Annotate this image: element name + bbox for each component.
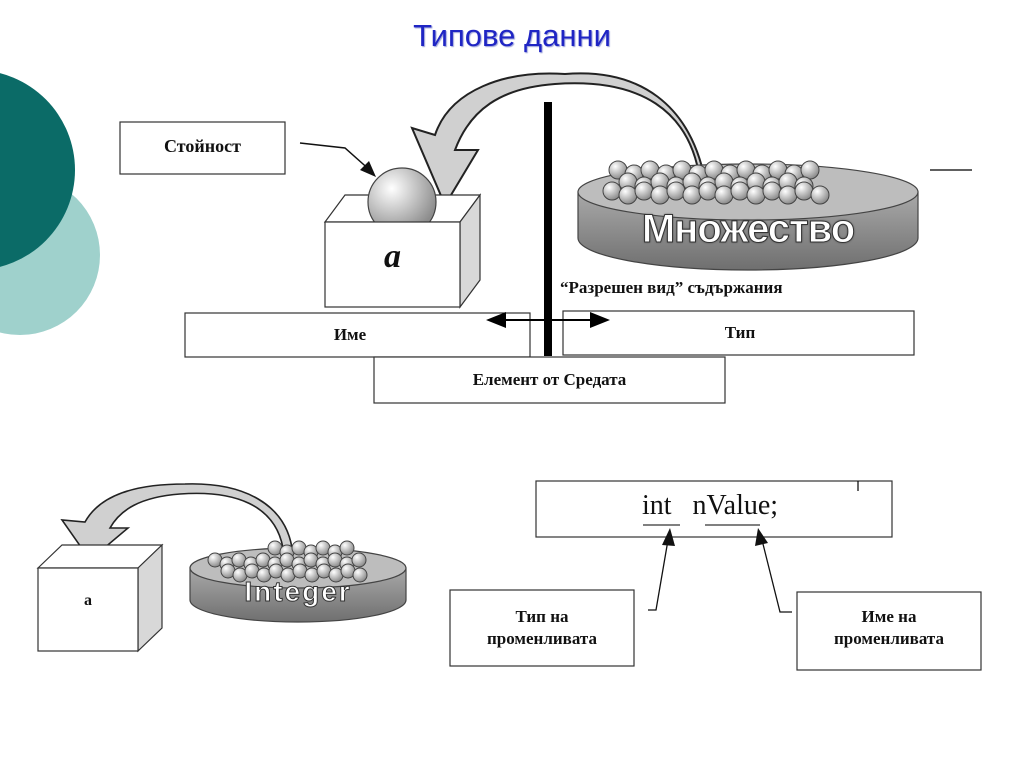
value-pointer-head [360, 161, 376, 177]
ball [351, 552, 367, 568]
var-type-box [449, 589, 635, 667]
ball [352, 567, 368, 583]
ball [778, 185, 798, 205]
ball [602, 181, 622, 201]
ball [746, 185, 766, 205]
ball [682, 185, 702, 205]
name-pointer-head [755, 528, 768, 546]
ball [800, 160, 820, 180]
integer-label: Integer [244, 576, 352, 608]
ball [666, 181, 686, 201]
var-type-label: Тип на променливата [487, 607, 597, 648]
integer-balls [207, 540, 368, 583]
decor-circle-dark [0, 73, 75, 267]
ball [698, 181, 718, 201]
ball [810, 185, 830, 205]
env-label: Елемент от Средата [472, 370, 627, 389]
ball [650, 185, 670, 205]
double-arrow-left-head [486, 312, 506, 328]
bottom-box-front [37, 567, 139, 652]
value-label: Стойност [164, 136, 241, 156]
var-name-box [796, 591, 982, 671]
double-arrow-right-head [590, 312, 610, 328]
ball [794, 181, 814, 201]
ball [634, 181, 654, 201]
set-label: Множество [641, 207, 855, 252]
type-label: Тип [724, 323, 756, 342]
value-callout-box [119, 121, 286, 175]
name-label: Име [333, 325, 367, 344]
box-a-label: a [384, 238, 401, 275]
bottom-curved-arrow [60, 483, 293, 562]
bottom-box-label: a [84, 592, 92, 609]
code-box [535, 480, 893, 538]
ball [339, 540, 355, 556]
ball [618, 185, 638, 205]
var-name-label: Име на променливата [834, 607, 944, 648]
type-pointer-line [648, 539, 669, 611]
ball [714, 185, 734, 205]
value-pointer-arrow [299, 142, 373, 173]
ball [730, 181, 750, 201]
allowed-label: “Разрешен вид” съдържания [560, 278, 783, 297]
type-pointer-head [662, 528, 675, 546]
divider-bar [544, 102, 552, 356]
env-box [373, 356, 726, 404]
name-pointer-line [761, 539, 792, 613]
type-box [562, 310, 915, 356]
top-curved-arrow [410, 72, 707, 208]
set-balls [602, 160, 830, 205]
slide-title: Типове данни [413, 18, 611, 53]
ball [762, 181, 782, 201]
box-front-face [324, 221, 461, 308]
code-text: int nValue; [642, 490, 779, 521]
name-box [184, 312, 531, 358]
